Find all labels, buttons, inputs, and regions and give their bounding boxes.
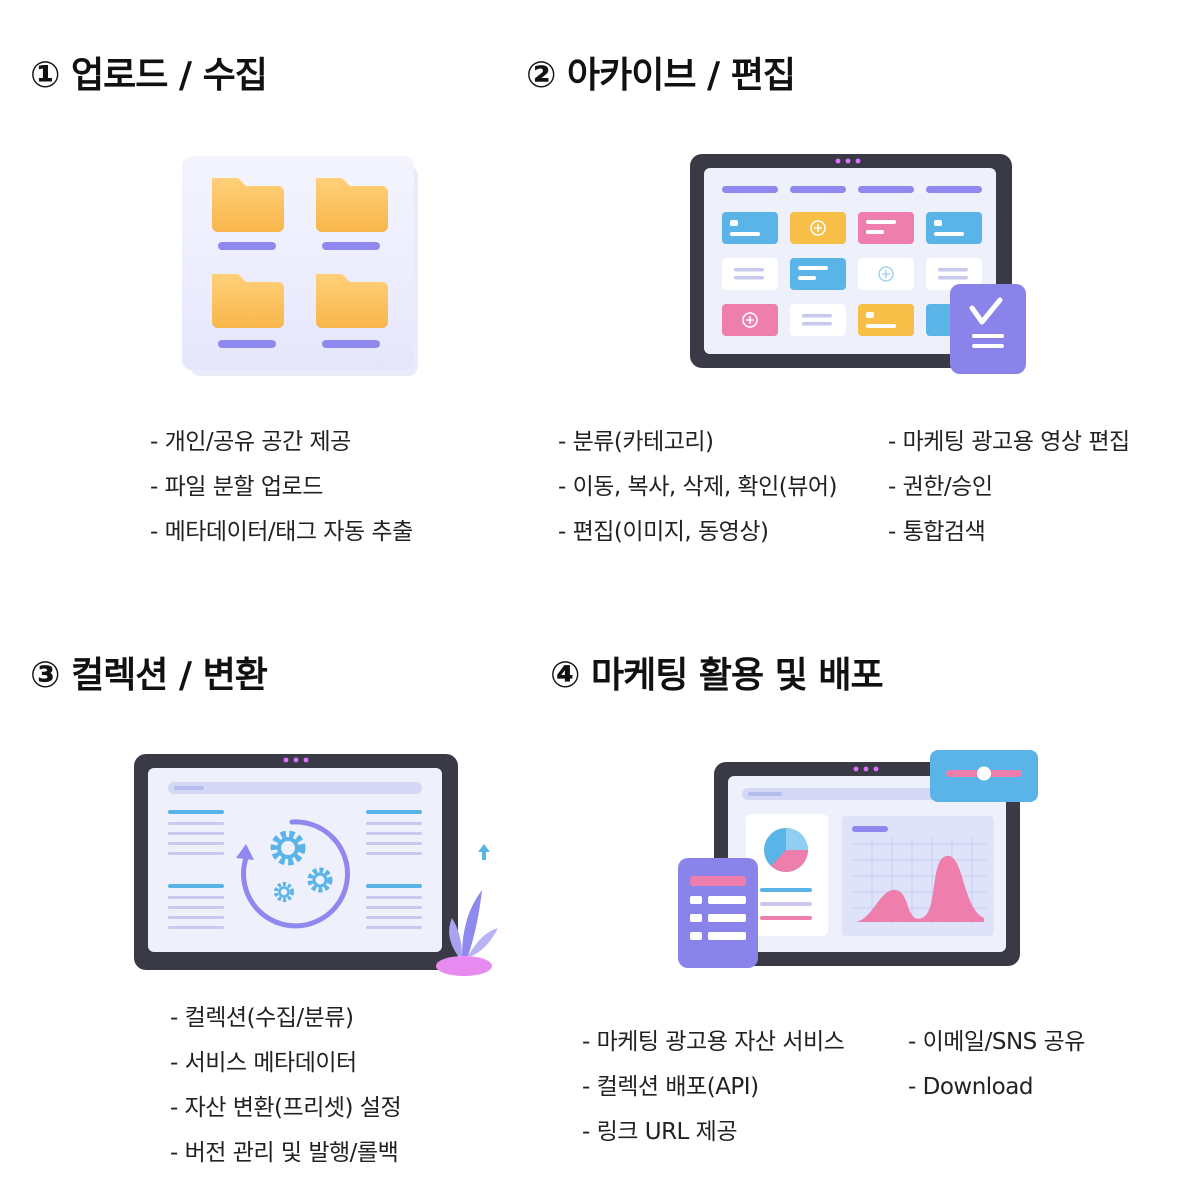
list-item: - 파일 분할 업로드 [150,474,323,500]
pie-chart-icon [764,828,808,872]
upload-arrow-icon [478,844,490,860]
section-4-title: ④ 마케팅 활용 및 배포 [550,655,884,696]
section-2-title: ② 아카이브 / 편집 [526,55,796,96]
folder-icon [212,178,284,232]
list-item: - 컬렉션 배포(API) [582,1074,759,1100]
list-item: - 마케팅 광고용 자산 서비스 [582,1029,845,1055]
list-item: - 개인/공유 공간 제공 [150,429,351,455]
area-chart-icon [856,855,984,922]
list-item: - Download [908,1074,1033,1100]
gear-icon [270,830,306,866]
upload-illustration [182,156,418,376]
section-3-title: ③ 컬렉션 / 변환 [30,655,268,696]
section-3-features: - 컬렉션(수집/분류) - 서비스 메타데이터 - 자산 변환(프리셋) 설정… [170,996,402,1176]
list-item: - 권한/승인 [888,474,993,500]
list-item: - 컬렉션(수집/분류) [170,1005,354,1031]
folder-icon [212,274,284,328]
list-item: - 링크 URL 제공 [582,1119,738,1145]
list-item: - 이메일/SNS 공유 [908,1029,1085,1055]
section-4-features-right: - 이메일/SNS 공유 - Download [908,1020,1085,1110]
slider-icon [930,750,1038,802]
list-item: - 자산 변환(프리셋) 설정 [170,1095,402,1121]
list-item: - 통합검색 [888,519,986,545]
section-1-title: ① 업로드 / 수집 [30,55,268,96]
refresh-arrow-icon [236,819,350,929]
gear-icon [274,882,294,902]
section-1-features: - 개인/공유 공간 제공 - 파일 분할 업로드 - 메타데이터/태그 자동 … [150,420,413,555]
section-2-features-left: - 분류(카테고리) - 이동, 복사, 삭제, 확인(뷰어) - 편집(이미지… [558,420,838,555]
list-item: - 메타데이터/태그 자동 추출 [150,519,413,545]
checkmark-icon [950,284,1026,374]
list-item: - 이동, 복사, 삭제, 확인(뷰어) [558,474,838,500]
list-item: - 서비스 메타데이터 [170,1050,357,1076]
marketing-illustration [678,750,1038,968]
folder-icon [316,274,388,328]
gear-icon [307,867,333,893]
list-item: - 분류(카테고리) [558,429,714,455]
section-2-features-right: - 마케팅 광고용 영상 편집 - 권한/승인 - 통합검색 [888,420,1130,555]
folder-icon [316,178,388,232]
collection-illustration [134,754,497,976]
archive-illustration [690,154,1026,374]
list-item: - 마케팅 광고용 영상 편집 [888,429,1130,455]
list-item: - 편집(이미지, 동영상) [558,519,769,545]
section-4-features-left: - 마케팅 광고용 자산 서비스 - 컬렉션 배포(API) - 링크 URL … [582,1020,845,1155]
list-item: - 버전 관리 및 발행/롤백 [170,1140,399,1166]
